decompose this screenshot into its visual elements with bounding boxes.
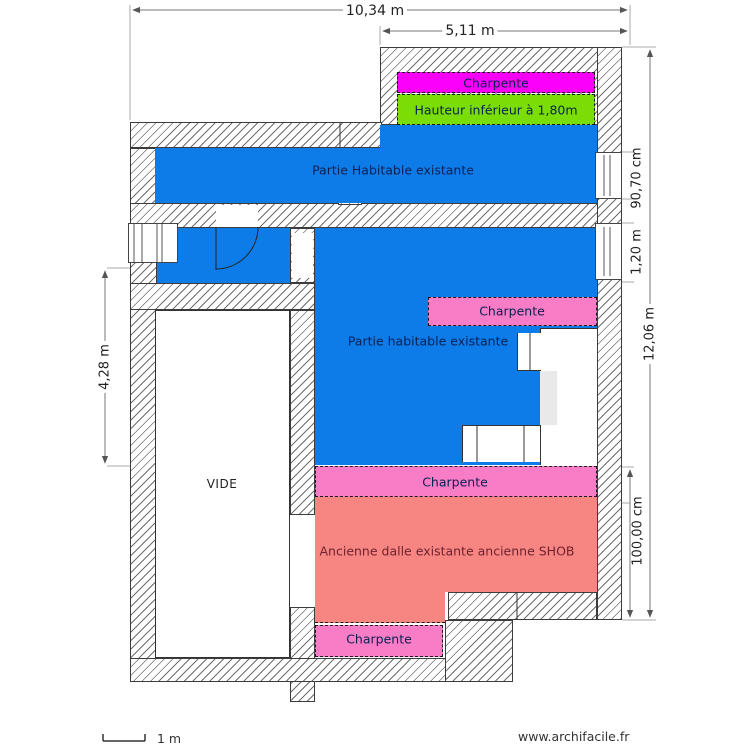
room-partie-habitable-upper-right[interactable]: [380, 125, 597, 203]
dim-height-dalle: 100,00 cm: [630, 493, 646, 569]
website-link[interactable]: www.archifacile.fr: [518, 729, 630, 744]
stair-shading: [540, 371, 557, 425]
window-left: [128, 223, 178, 263]
scale-label: 1 m: [157, 731, 182, 746]
label-vide: VIDE: [206, 477, 238, 491]
room-partie-habitable-upper-left[interactable]: [155, 148, 382, 203]
label-partie-main: Partie habitable existante: [347, 333, 509, 349]
wall-left-wing-top: [130, 122, 382, 148]
label-dalle: Ancienne dalle existante ancienne SHOB: [319, 543, 575, 559]
zone-charpente-bottom[interactable]: [315, 625, 443, 657]
label-charpente-mid: Charpente: [479, 303, 545, 319]
label-partie-upper: Partie Habitable existante: [312, 162, 474, 178]
zone-hauteur-inferieure[interactable]: [397, 94, 595, 125]
dim-window-right-lower: 1,20 m: [629, 229, 645, 275]
label-charpente-bottom: Charpente: [346, 631, 412, 647]
dim-window-right-upper: 90,70 cm: [629, 147, 645, 209]
zone-charpente-mid[interactable]: [428, 297, 597, 326]
wall-vide-right-upper: [290, 310, 315, 515]
zone-charpente-top[interactable]: [397, 72, 595, 93]
wall-middle-band: [130, 203, 622, 228]
window-right-upper: [595, 152, 622, 199]
wall-vide-right-lower: [290, 607, 315, 702]
room-ancienne-dalle-lower[interactable]: [315, 592, 445, 623]
passage-opening: [292, 233, 313, 278]
window-right-lower: [595, 223, 622, 280]
wall-corridor-vide: [130, 283, 315, 310]
stair-step-lower: [462, 425, 540, 462]
stair-step-upper: [517, 333, 541, 371]
label-hauteur: Hauteur inférieur à 1,80m: [414, 102, 578, 118]
label-charpente-low: Charpente: [422, 474, 488, 490]
room-vide[interactable]: [155, 310, 290, 658]
dim-width-total: 10,34 m: [342, 3, 408, 19]
door-opening: [216, 205, 258, 227]
dim-width-upper: 5,11 m: [442, 23, 498, 39]
wall-bottom-wedge: [445, 620, 513, 682]
room-ancienne-dalle[interactable]: [315, 497, 597, 592]
wall-bottom-right: [448, 592, 597, 620]
dim-height-left: 4,28 m: [97, 341, 113, 393]
dim-height-total: 12,06 m: [642, 303, 658, 365]
label-charpente-top: Charpente: [463, 75, 529, 91]
zone-charpente-low[interactable]: [315, 466, 597, 497]
wall-right: [597, 47, 622, 620]
wall-bottom: [130, 658, 450, 682]
